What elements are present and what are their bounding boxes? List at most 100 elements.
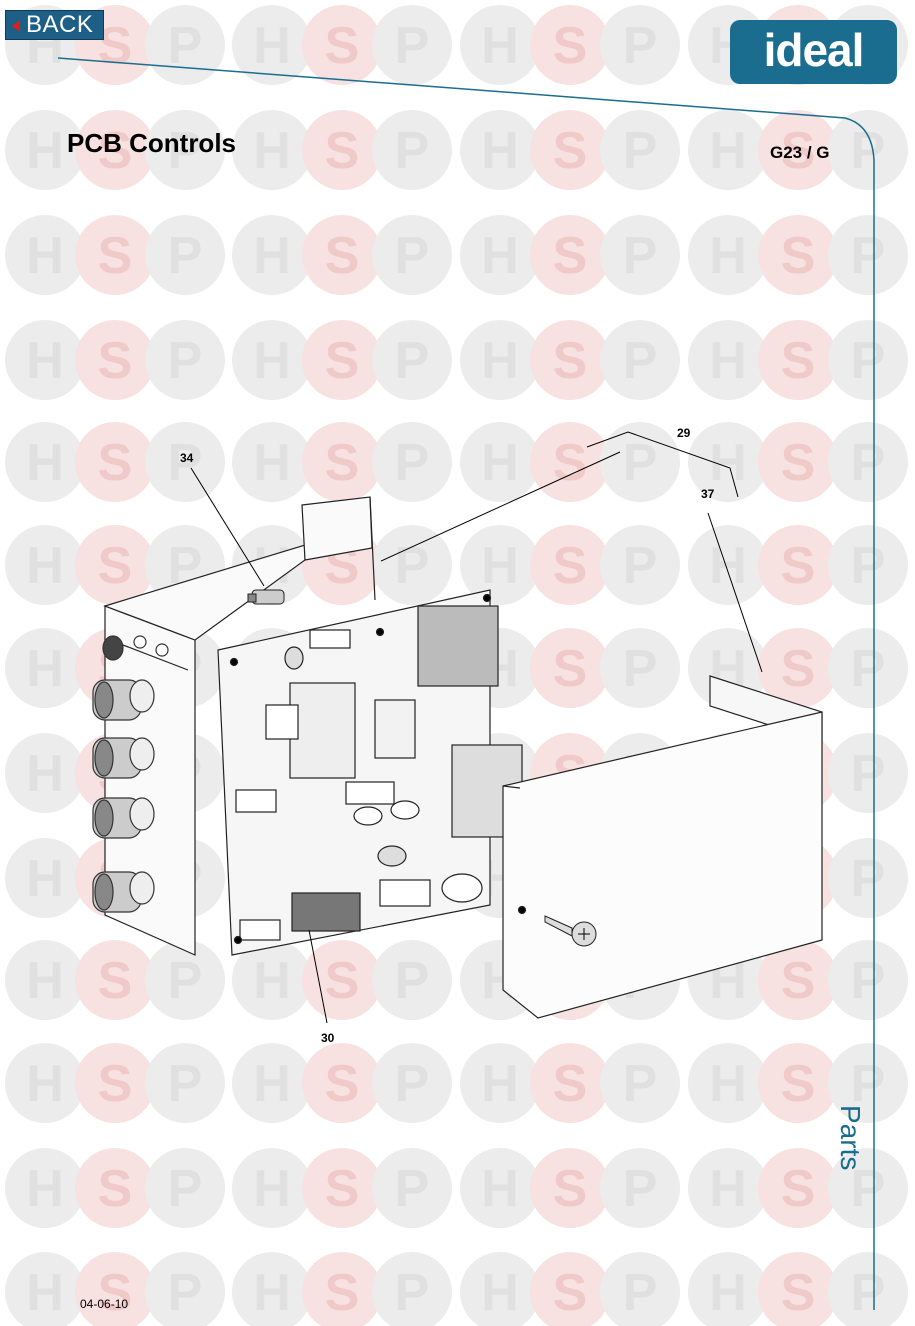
watermark-letter: P [623, 1264, 658, 1322]
watermark-circle [530, 1043, 610, 1123]
watermark-letter: H [26, 745, 64, 803]
watermark-circle [600, 110, 680, 190]
watermark-circle [372, 1148, 452, 1228]
watermark-letter: H [253, 1160, 291, 1218]
watermark-circle [5, 1252, 85, 1326]
watermark-letter: S [553, 122, 588, 180]
watermark-circle [145, 940, 225, 1020]
watermark-circle [688, 1043, 768, 1123]
watermark-circle [75, 525, 155, 605]
watermark-circle [758, 1252, 838, 1326]
watermark-letter: P [851, 850, 886, 908]
relay [417, 605, 499, 687]
watermark-letter: S [325, 17, 360, 75]
watermark-circle [460, 422, 540, 502]
back-button-label: BACK [26, 11, 94, 38]
watermark-letter: S [781, 537, 816, 595]
watermark-letter: S [98, 537, 133, 595]
watermark-letter: S [98, 434, 133, 492]
watermark-letter: P [168, 122, 203, 180]
leader-lines [190, 431, 763, 1024]
watermark-letter: S [98, 952, 133, 1010]
watermark-letter: S [98, 1160, 133, 1218]
watermark-letter: S [98, 227, 133, 285]
watermark-letter: P [395, 952, 430, 1010]
back-arrow-icon [12, 20, 20, 32]
watermark-letter: S [781, 1264, 816, 1322]
watermark-letter: S [553, 1264, 588, 1322]
watermark-circle [688, 1252, 768, 1326]
watermark-circle [302, 110, 382, 190]
watermark-circle [460, 1043, 540, 1123]
watermark-letter: S [781, 434, 816, 492]
watermark-circle [600, 1252, 680, 1326]
knob [92, 871, 155, 913]
watermark-letter: H [481, 332, 519, 390]
watermark-letter: S [553, 640, 588, 698]
watermark-letter: S [325, 122, 360, 180]
watermark-letter: P [851, 1055, 886, 1113]
watermark-circle [828, 1252, 908, 1326]
pcb-board [217, 589, 523, 956]
watermark-letter: H [709, 122, 747, 180]
watermark-letter: H [253, 1055, 291, 1113]
watermark-letter: H [253, 17, 291, 75]
callout-30: 30 [321, 1031, 335, 1045]
watermark-circle [460, 525, 540, 605]
callout-37: 37 [701, 487, 715, 501]
watermark-letter: P [851, 1264, 886, 1322]
watermark-letter: H [253, 332, 291, 390]
watermark-circle [600, 1043, 680, 1123]
relay-small [374, 699, 416, 759]
watermark-letter: S [325, 1160, 360, 1218]
watermark-letter: S [98, 122, 133, 180]
watermark-circle [828, 320, 908, 400]
control-knobs [92, 635, 169, 913]
watermark-circle [5, 422, 85, 502]
watermark-letter: H [481, 1160, 519, 1218]
watermark-circle [145, 215, 225, 295]
watermark-letter: H [709, 227, 747, 285]
watermark-circle [688, 1148, 768, 1228]
screw-34 [247, 589, 285, 605]
watermark-letter: P [851, 745, 886, 803]
back-button[interactable]: BACK [5, 10, 104, 40]
watermark-letter: S [553, 332, 588, 390]
watermark-letter: S [325, 434, 360, 492]
watermark-letter: S [98, 332, 133, 390]
knob [92, 679, 155, 721]
watermark-circle [232, 5, 312, 85]
watermark-circle [688, 215, 768, 295]
watermark-letter: H [481, 17, 519, 75]
cover-37 [502, 675, 823, 1019]
watermark-letter: P [168, 434, 203, 492]
watermark-circle [232, 940, 312, 1020]
watermark-letter: H [26, 227, 64, 285]
watermark-letter: H [481, 1264, 519, 1322]
knob [92, 797, 155, 839]
watermark-letter: S [553, 434, 588, 492]
watermark-letter: S [781, 640, 816, 698]
watermark-circle [5, 215, 85, 295]
watermark-circle [232, 215, 312, 295]
knob [92, 737, 155, 779]
watermark-circle [372, 215, 452, 295]
watermark-letter: H [709, 1160, 747, 1218]
watermark-circle [460, 110, 540, 190]
watermark-circle [5, 628, 85, 708]
watermark-letter: H [26, 537, 64, 595]
connector [265, 704, 299, 740]
watermark-circle [758, 215, 838, 295]
watermark-circle [828, 940, 908, 1020]
callout-34: 34 [180, 451, 194, 465]
watermark-letter: P [168, 1055, 203, 1113]
watermark-letter: P [395, 1055, 430, 1113]
watermark-circle [600, 628, 680, 708]
watermark-letter: H [253, 1264, 291, 1322]
watermark-letter: P [395, 1264, 430, 1322]
watermark-circle [372, 110, 452, 190]
watermark-circle [5, 733, 85, 813]
watermark-circle [530, 5, 610, 85]
watermark-circle [460, 1252, 540, 1326]
